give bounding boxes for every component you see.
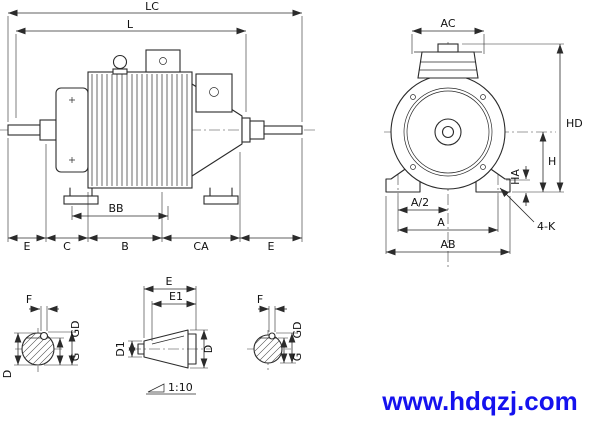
dim-label-gd-left: GD [69, 321, 82, 338]
taper-shaft-outline [137, 329, 197, 369]
front-right-foot [475, 164, 511, 193]
dim-label-h: H [548, 155, 556, 168]
right-shaft [263, 125, 303, 135]
dim-label-b: B [121, 240, 129, 253]
dim-label-ac: AC [440, 17, 455, 30]
shaft-section-right: F GD G [247, 293, 304, 370]
front-left-foot [385, 164, 421, 193]
dim-label-d1: D1 [114, 341, 127, 356]
left-shaft [7, 124, 41, 136]
taper-symbol [146, 383, 196, 395]
dim-label-f-right: F [257, 293, 263, 306]
front-shaft [441, 125, 455, 139]
dim-label-bb: BB [108, 202, 123, 215]
shaft-section-left: F GD G D [1, 293, 82, 378]
dim-label-f-left: F [26, 293, 32, 306]
dim-label-hd: HD [566, 117, 583, 130]
feet-supports [69, 187, 233, 197]
junction-box [195, 73, 233, 113]
shaft-section-circle [21, 332, 55, 366]
lifting-eyebolt [112, 54, 128, 70]
dim-label-lc: LC [145, 0, 159, 13]
left-foot [63, 195, 99, 205]
dim-label-ca: CA [193, 240, 209, 253]
front-hub [434, 118, 462, 146]
side-view: LC L E C B CA E BB [0, 0, 315, 253]
leader-4k [499, 187, 535, 223]
dim-label-4k: 4-K [537, 220, 556, 233]
cooling-fins [91, 74, 188, 186]
watermark-url: www.hdqzj.com [381, 386, 577, 416]
top-terminal-box [145, 49, 181, 73]
front-terminal-box [417, 51, 479, 79]
dim-label-g-left: G [69, 353, 82, 362]
taper-ratio-label: 1:10 [168, 381, 193, 394]
dim-label-g-right: G [291, 353, 304, 362]
front-view: AC HD H HA A/2 A AB 4-K [384, 17, 583, 268]
dim-label-ab: AB [440, 238, 455, 251]
key-circle-2 [268, 332, 276, 340]
right-foot [203, 195, 239, 205]
dim-label-d-left: D [1, 370, 14, 378]
motor-body [87, 71, 193, 189]
dim-label-c: C [63, 240, 71, 253]
dim-label-gd-right: GD [291, 322, 304, 339]
dim-label-l: L [127, 18, 134, 31]
dim-label-a: A [437, 216, 445, 229]
dim-label-e-left: E [24, 240, 31, 253]
dim-label-e: E [166, 275, 173, 288]
screw-cross-marks [69, 97, 75, 163]
dim-label-ha: HA [509, 169, 522, 185]
dim-label-e1: E1 [169, 290, 183, 303]
shaft-taper-detail: E E1 D1 D 1:10 [114, 275, 215, 395]
key-circle [39, 331, 49, 341]
dim-label-e-right: E [268, 240, 275, 253]
dim-label-a-half: A/2 [411, 196, 429, 209]
dim-label-d-taper: D [202, 345, 215, 353]
